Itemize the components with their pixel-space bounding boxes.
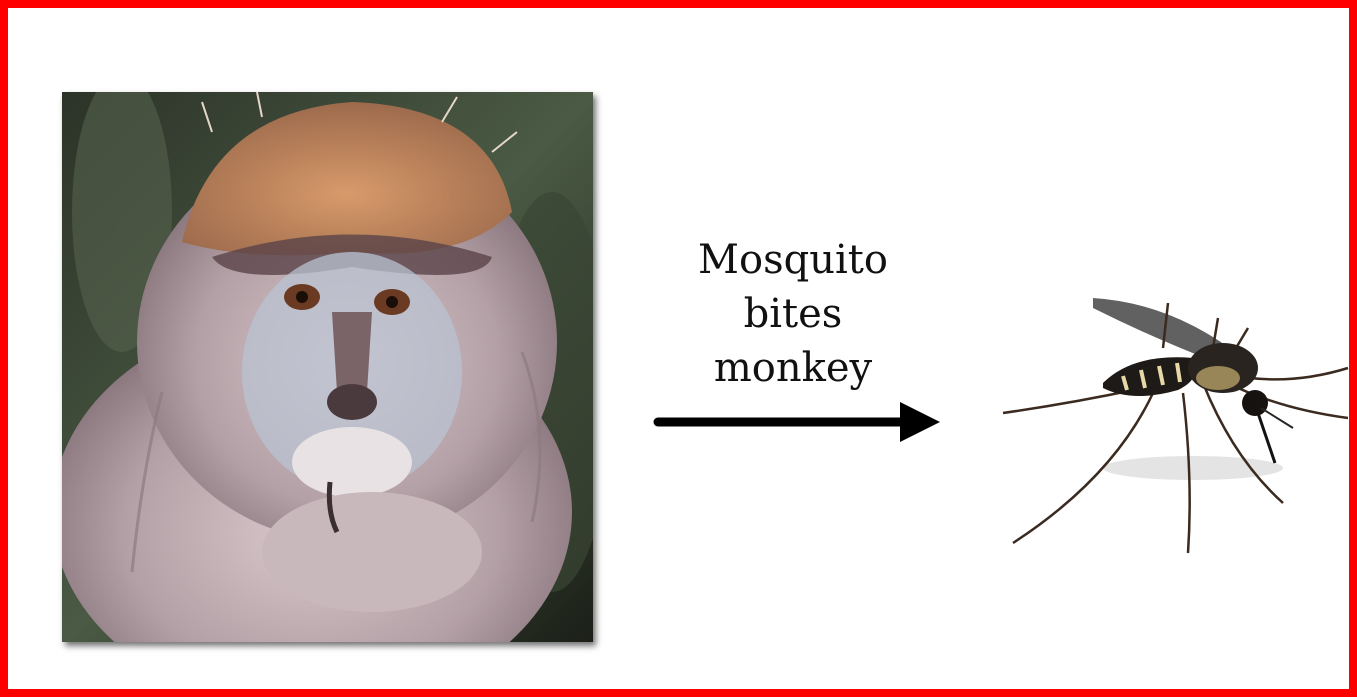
- right-arrow-icon: [648, 398, 948, 448]
- caption-line-3: monkey: [628, 341, 958, 395]
- caption-line-1: Mosquito: [628, 233, 958, 287]
- mosquito-icon: [993, 278, 1353, 568]
- monkey-photo: [62, 92, 593, 642]
- caption-line-2: bites: [628, 287, 958, 341]
- monkey-icon: [62, 92, 593, 642]
- caption: Mosquito bites monkey: [628, 233, 958, 395]
